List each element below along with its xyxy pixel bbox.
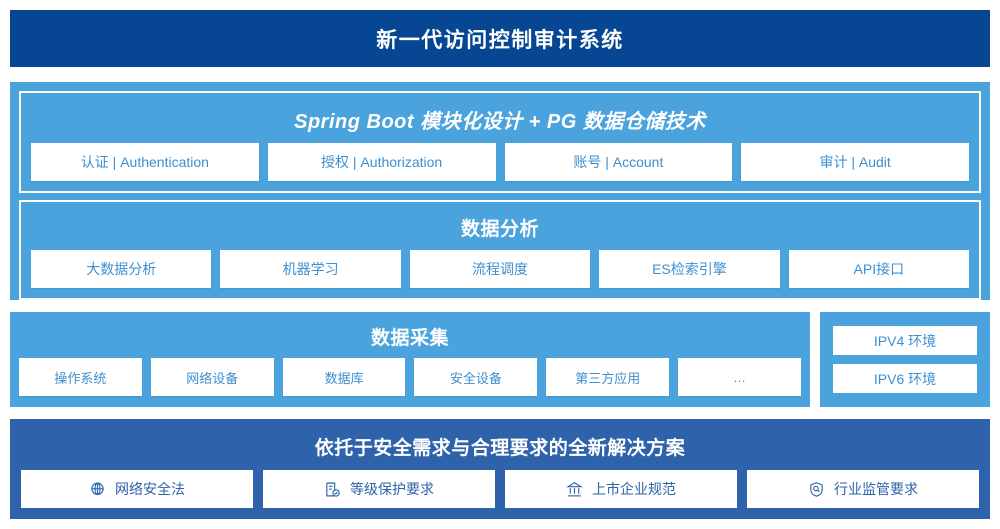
tech-chip-audit[interactable]: 审计 | Audit bbox=[741, 143, 969, 181]
analysis-chip-row: 大数据分析 机器学习 流程调度 ES检索引擎 API接口 bbox=[31, 250, 970, 288]
environment-panel: IPV4 环境 IPV6 环境 bbox=[820, 312, 990, 407]
analysis-block-title: 数据分析 bbox=[460, 219, 539, 240]
collection-chip-database[interactable]: 数据库 bbox=[282, 358, 406, 396]
collection-chip-third-party-app[interactable]: 第三方应用 bbox=[546, 358, 670, 396]
analysis-chip-process-scheduling[interactable]: 流程调度 bbox=[409, 250, 591, 288]
collection-chip-network-device[interactable]: 网络设备 bbox=[150, 358, 274, 396]
solution-chip-label: 行业监管要求 bbox=[834, 481, 918, 497]
environment-chip-ipv4[interactable]: IPV4 环境 bbox=[833, 326, 977, 355]
environment-chip-ipv6[interactable]: IPV6 环境 bbox=[833, 364, 977, 393]
solution-chip-industry-regulation[interactable]: 行业监管要求 bbox=[747, 470, 979, 508]
tech-chip-account[interactable]: 账号 | Account bbox=[504, 143, 733, 181]
collection-title: 数据采集 bbox=[370, 328, 449, 349]
tech-block: Spring Boot 模块化设计 + PG 数据仓储技术 认证 | Authe… bbox=[19, 91, 981, 193]
shield-search-icon bbox=[808, 481, 825, 498]
document-check-icon bbox=[324, 481, 341, 498]
collection-row: 数据采集 操作系统 网络设备 数据库 安全设备 第三方应用 … IPV4 环境 … bbox=[10, 312, 990, 407]
collection-chip-operating-system[interactable]: 操作系统 bbox=[19, 358, 142, 396]
solution-chip-listed-company-standard[interactable]: 上市企业规范 bbox=[505, 470, 737, 508]
solution-chip-row: 网络安全法 等级保护要求 bbox=[21, 470, 979, 508]
collection-chip-more[interactable]: … bbox=[678, 358, 801, 396]
solution-chip-label: 等级保护要求 bbox=[350, 481, 434, 497]
solution-chip-classified-protection[interactable]: 等级保护要求 bbox=[263, 470, 495, 508]
solution-panel: 依托于安全需求与合理要求的全新解决方案 网络安全法 bbox=[10, 419, 990, 519]
collection-chip-security-device[interactable]: 安全设备 bbox=[414, 358, 538, 396]
solution-title: 依托于安全需求与合理要求的全新解决方案 bbox=[314, 438, 686, 459]
solution-chip-label: 网络安全法 bbox=[115, 481, 185, 497]
analysis-chip-big-data[interactable]: 大数据分析 bbox=[31, 250, 212, 288]
analysis-chip-api[interactable]: API接口 bbox=[788, 250, 970, 288]
collection-chip-row: 操作系统 网络设备 数据库 安全设备 第三方应用 … bbox=[19, 358, 801, 396]
tech-chip-row: 认证 | Authentication 授权 | Authorization 账… bbox=[31, 143, 969, 181]
tech-chip-authentication[interactable]: 认证 | Authentication bbox=[31, 143, 259, 181]
collection-panel: 数据采集 操作系统 网络设备 数据库 安全设备 第三方应用 … bbox=[10, 312, 810, 407]
tech-chip-authorization[interactable]: 授权 | Authorization bbox=[267, 143, 496, 181]
analysis-chip-machine-learning[interactable]: 机器学习 bbox=[220, 250, 401, 288]
platform-panel: Spring Boot 模块化设计 + PG 数据仓储技术 认证 | Authe… bbox=[10, 82, 990, 300]
analysis-block: 数据分析 大数据分析 机器学习 流程调度 ES检索引擎 API接口 bbox=[19, 200, 981, 300]
solution-chip-label: 上市企业规范 bbox=[592, 481, 676, 497]
analysis-chip-es-search-engine[interactable]: ES检索引擎 bbox=[599, 250, 780, 288]
solution-chip-cybersecurity-law[interactable]: 网络安全法 bbox=[21, 470, 253, 508]
tech-block-title: Spring Boot 模块化设计 + PG 数据仓储技术 bbox=[294, 111, 706, 133]
page-title: 新一代访问控制审计系统 bbox=[376, 28, 624, 52]
bank-icon bbox=[566, 481, 583, 498]
globe-icon bbox=[89, 481, 106, 498]
header-bar: 新一代访问控制审计系统 bbox=[10, 10, 990, 67]
